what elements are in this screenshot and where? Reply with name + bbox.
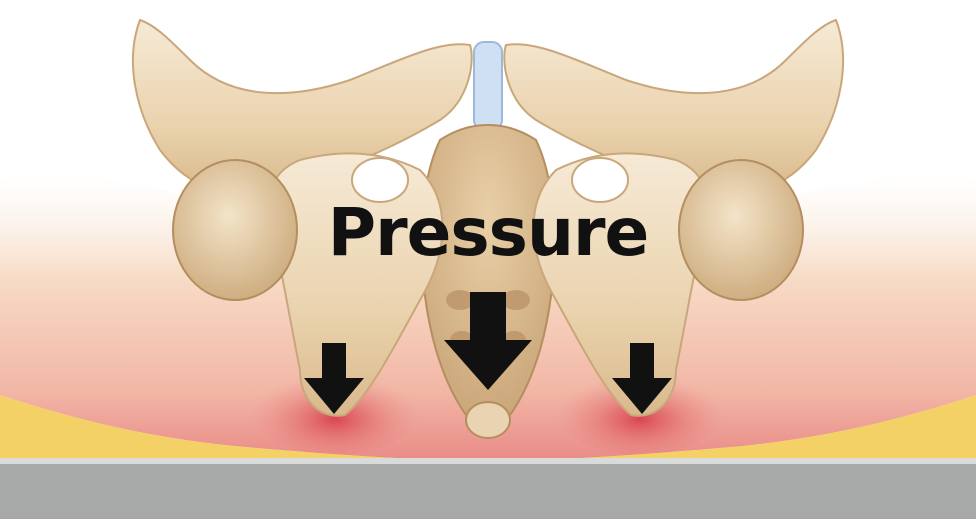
pubic-symphysis: [474, 42, 502, 130]
support-surface: [0, 462, 976, 519]
coccyx: [466, 402, 510, 438]
pressure-label: Pressure: [0, 200, 976, 266]
